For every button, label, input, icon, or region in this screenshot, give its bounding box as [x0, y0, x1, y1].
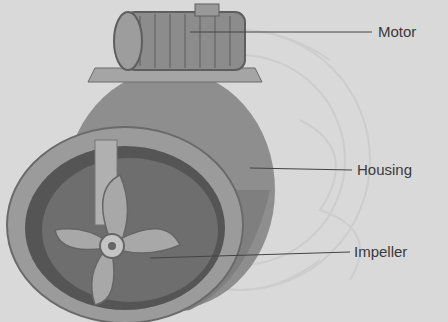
leader-lines [150, 32, 372, 258]
housing-opening [25, 146, 225, 310]
impeller-blades [55, 175, 180, 305]
terminal-box [195, 4, 219, 16]
part-label: Housing [357, 161, 412, 179]
motor-endcap [114, 12, 142, 70]
hub-center [108, 242, 116, 250]
housing-front [7, 127, 243, 322]
part-label: Impeller [354, 243, 407, 261]
impeller-hub [100, 234, 124, 258]
motor-fins [140, 14, 230, 68]
housing-inner [42, 158, 218, 302]
part-label: Motor [378, 23, 416, 41]
